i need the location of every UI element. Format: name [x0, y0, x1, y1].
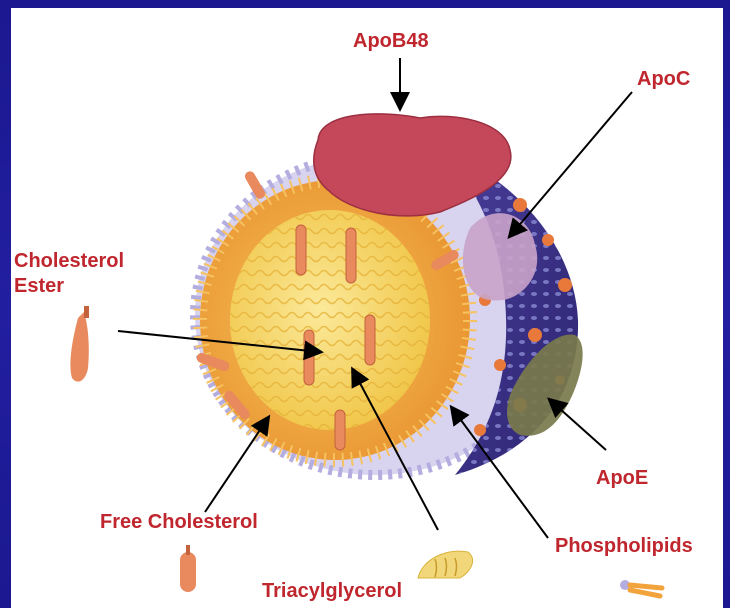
label-cholesterol-ester-line2: Ester	[14, 273, 64, 299]
label-phospholipids: Phospholipids	[555, 533, 693, 559]
label-apob48: ApoB48	[353, 28, 429, 54]
triacylglycerol-core	[230, 210, 430, 430]
label-cholesterol-ester-line1: Cholesterol	[14, 248, 124, 274]
phospholipid-molecule	[620, 580, 662, 596]
cholesterol-ester-molecule	[70, 306, 89, 382]
triacylglycerol-molecule	[418, 551, 473, 578]
label-free-cholesterol: Free Cholesterol	[100, 509, 258, 535]
label-apoe: ApoE	[596, 465, 648, 491]
label-triacylglycerol: Triacylglycerol	[262, 578, 402, 604]
label-apoc: ApoC	[637, 66, 690, 92]
free-cholesterol-molecule	[180, 545, 196, 592]
